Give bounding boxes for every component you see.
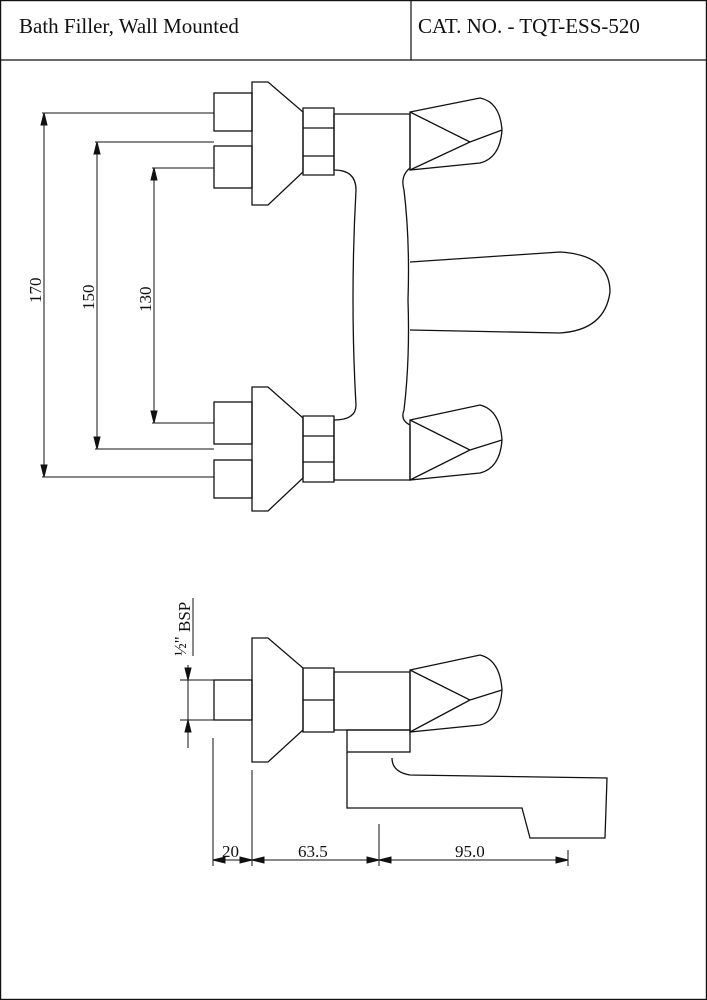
dim-outer-label: 170 xyxy=(26,278,45,304)
side-spout-collar xyxy=(346,729,411,753)
side-body xyxy=(333,671,411,731)
dim-wall-depth-label: 20 xyxy=(222,842,239,861)
front-dimensions xyxy=(40,112,214,478)
product-title: Bath Filler, Wall Mounted xyxy=(19,14,239,38)
upper-wall-connector xyxy=(213,81,335,206)
dim-inner-label: 130 xyxy=(136,287,155,313)
side-view xyxy=(213,637,608,839)
side-wall-pipe xyxy=(213,679,253,721)
lower-wall-connector xyxy=(213,386,335,512)
dim-body-length-label: 63.5 xyxy=(298,842,328,861)
side-dimensions xyxy=(212,738,569,866)
thread-dimension xyxy=(180,598,214,748)
front-spout xyxy=(409,251,611,334)
catalog-number: CAT. NO. - TQT-ESS-520 xyxy=(418,14,640,38)
side-spout xyxy=(346,752,608,839)
side-nut xyxy=(302,667,335,733)
thread-type-label: BSP xyxy=(175,602,194,632)
dim-spout-reach-label: 95.0 xyxy=(455,842,485,861)
front-view xyxy=(213,81,611,512)
mixer-body xyxy=(333,113,411,481)
side-flange xyxy=(251,637,304,763)
thread-fraction-label: ½" xyxy=(171,636,190,656)
side-handle xyxy=(409,654,503,733)
title-block: Bath Filler, Wall Mounted CAT. NO. - TQT… xyxy=(0,0,707,60)
lower-handle xyxy=(409,404,503,481)
dim-middle-label: 150 xyxy=(79,285,98,311)
upper-handle xyxy=(409,97,503,171)
